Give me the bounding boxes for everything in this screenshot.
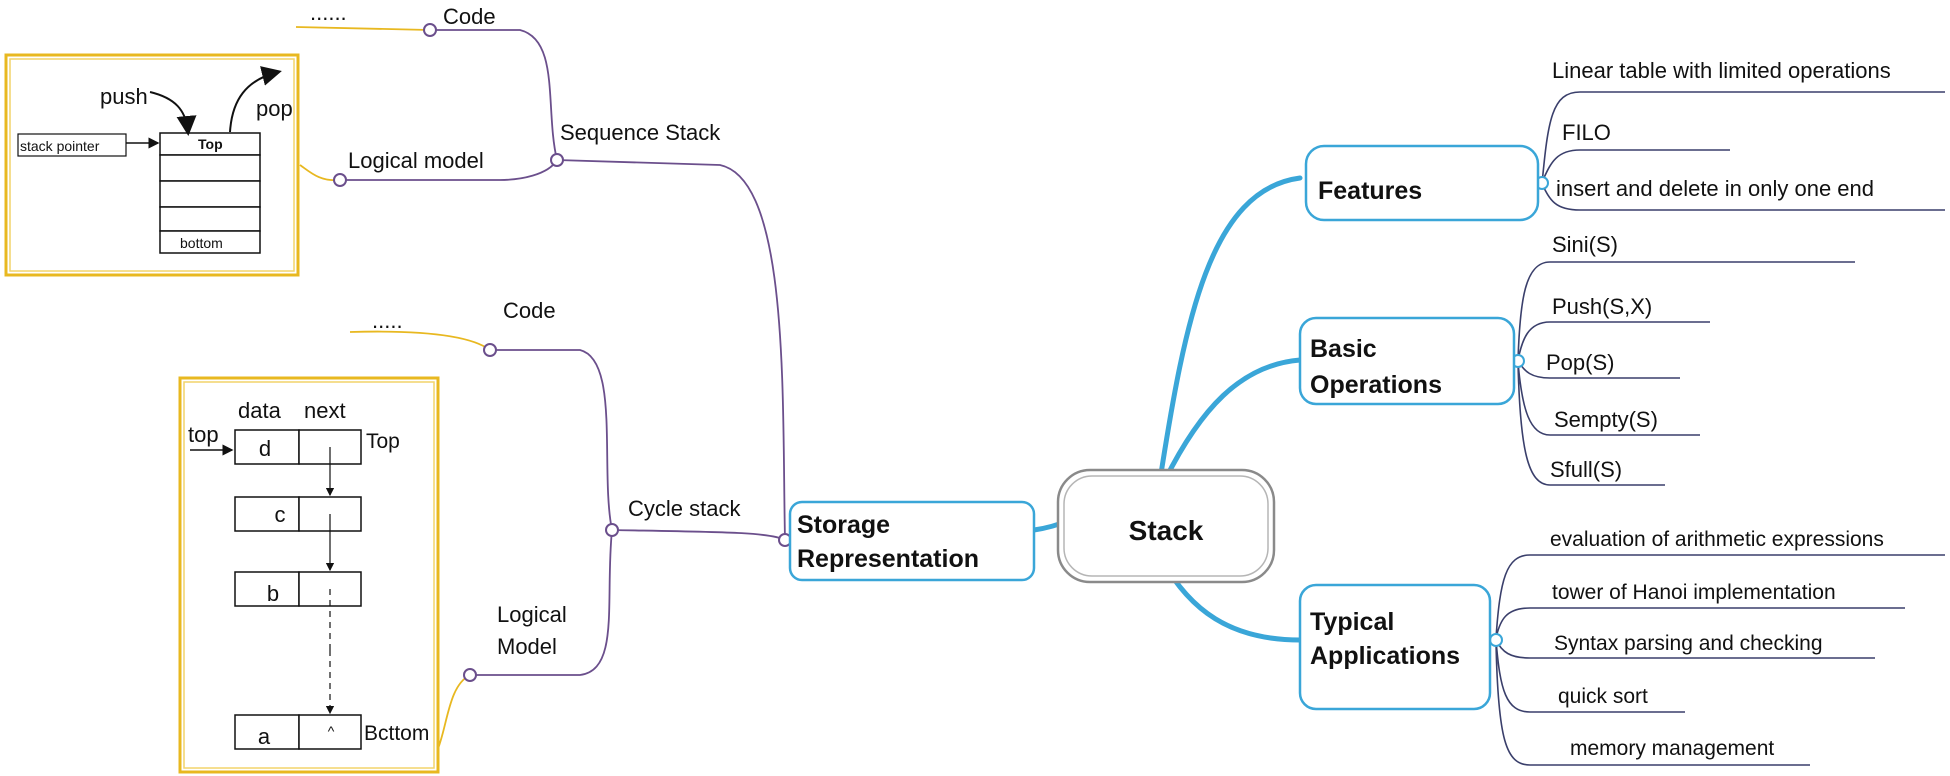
basic-operations-node[interactable]: Basic Operations — [1298, 316, 1516, 406]
cycle-logical-label-line2: Model — [497, 634, 557, 659]
features-node[interactable]: Features — [1304, 144, 1540, 222]
applications-item: Syntax parsing and checking — [1554, 632, 1823, 655]
operations-leaf-lines — [1517, 261, 1855, 486]
applications-leaf-lines — [1495, 554, 1945, 766]
cycle-code-label: Code — [503, 298, 556, 323]
operations-item: Sempty(S) — [1554, 407, 1658, 432]
features-items: Linear table with limited operations FIL… — [1552, 58, 1891, 201]
sequence-stack-label: Sequence Stack — [560, 120, 721, 145]
sequence-bottom-label: bottom — [180, 235, 223, 251]
typical-applications-node[interactable]: Typical Applications — [1298, 583, 1492, 711]
sequence-stack-figure: Top bottom stack pointer push pop — [4, 53, 300, 277]
operations-item: Sini(S) — [1552, 232, 1618, 257]
features-item: insert and delete in only one end — [1556, 176, 1874, 201]
cycle-stack-figure: data next top Top d c b a ^ Bcttom — [178, 376, 440, 774]
features-label: Features — [1318, 177, 1422, 205]
basic-operations-label-line1: Basic — [1310, 335, 1377, 363]
node-value: b — [267, 581, 279, 606]
link-circles — [333, 23, 792, 682]
node-value: d — [259, 436, 271, 461]
applications-item: quick sort — [1558, 685, 1648, 708]
applications-item: memory management — [1570, 737, 1774, 760]
applications-items: evaluation of arithmetic expressions tow… — [1550, 528, 1884, 760]
pop-label: pop — [256, 96, 293, 121]
sequence-top-label: Top — [198, 136, 223, 152]
sequence-code-dots: ...... — [310, 0, 347, 25]
basic-operations-label-line2: Operations — [1310, 371, 1442, 399]
features-item: FILO — [1562, 120, 1611, 145]
operations-item: Sfull(S) — [1550, 457, 1622, 482]
push-label: push — [100, 84, 148, 109]
stack-pointer-label: stack pointer — [20, 138, 100, 154]
applications-item: evaluation of arithmetic expressions — [1550, 528, 1884, 551]
sequence-logical-label: Logical model — [348, 148, 484, 173]
cycle-logical-label-line1: Logical — [497, 602, 567, 627]
applications-item: tower of Hanoi implementation — [1552, 581, 1836, 604]
features-item: Linear table with limited operations — [1552, 58, 1891, 83]
top-node-label: Top — [366, 430, 400, 453]
data-column-label: data — [238, 398, 282, 423]
storage-representation-node[interactable]: Storage Representation — [788, 500, 1036, 582]
cycle-code-dots: ..... — [372, 308, 403, 333]
bottom-node-label: Bcttom — [364, 722, 429, 745]
storage-label-line2: Representation — [797, 545, 979, 573]
operations-item: Push(S,X) — [1552, 294, 1652, 319]
root-node[interactable]: Stack — [1056, 468, 1276, 584]
null-pointer-mark: ^ — [328, 723, 335, 739]
link-circles-blue — [1489, 176, 1549, 647]
typical-applications-label-line1: Typical — [1310, 608, 1394, 636]
storage-label-line1: Storage — [797, 511, 890, 539]
typical-applications-label-line2: Applications — [1310, 642, 1460, 670]
operations-items: Sini(S) Push(S,X) Pop(S) Sempty(S) Sfull… — [1546, 232, 1658, 482]
sequence-code-label: Code — [443, 4, 496, 29]
root-label: Stack — [1129, 515, 1204, 546]
top-pointer-label: top — [188, 422, 219, 447]
node-value: a — [258, 724, 271, 749]
cycle-stack-label: Cycle stack — [628, 496, 741, 521]
operations-item: Pop(S) — [1546, 350, 1614, 375]
node-value: c — [275, 502, 286, 527]
next-column-label: next — [304, 398, 346, 423]
